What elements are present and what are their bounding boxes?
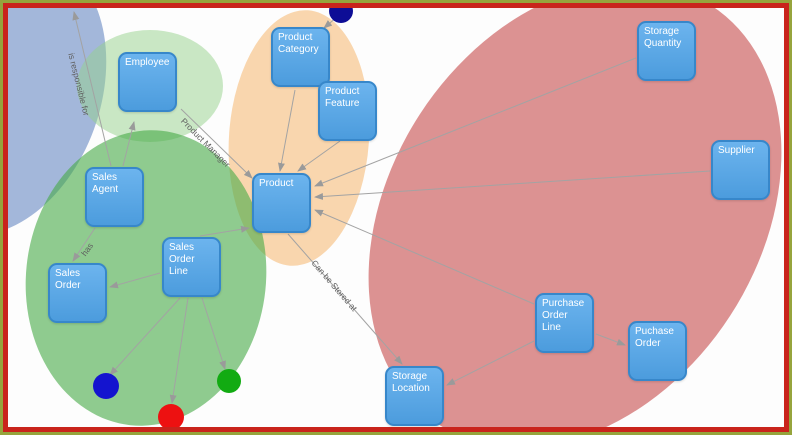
node-label: Purchase Order Line [542, 298, 585, 333]
edge-purchaseorderline-storagelocation [446, 340, 535, 386]
edge-salesagent-responsible [72, 11, 112, 167]
node-dot-red[interactable] [158, 404, 184, 430]
node-dot-navy[interactable] [329, 0, 353, 23]
edge-salesorderline-salesorder [109, 272, 161, 289]
node-sales-order-line[interactable]: Sales Order Line [162, 237, 221, 297]
node-storage-location[interactable]: Storage Location [385, 366, 444, 426]
node-employee[interactable]: Employee [118, 52, 177, 112]
edge-product-storagelocation [287, 233, 403, 365]
edge-purchaseorderline-puchaseorder [595, 333, 626, 346]
node-label: Employee [125, 57, 170, 68]
edge-category-product [278, 89, 296, 172]
edge-salesorderline-product [199, 225, 250, 237]
node-label: Product [259, 178, 294, 189]
region-blue-blob [0, 0, 107, 236]
edge-storagequantity-product [314, 57, 637, 187]
node-sales-agent[interactable]: Sales Agent [85, 167, 144, 227]
edge-supplier-product [314, 170, 711, 200]
node-product[interactable]: Product [252, 173, 311, 233]
node-label: Sales Order Line [169, 242, 195, 277]
edge-salesorderline-reddot [169, 297, 189, 404]
node-dot-green[interactable] [217, 369, 241, 393]
node-sales-order[interactable]: Sales Order [48, 263, 107, 323]
edge-salesagent-salesorder [72, 227, 96, 262]
node-label: Storage Location [392, 371, 430, 394]
node-label: Puchase Order [635, 326, 674, 349]
node-label: Sales Agent [92, 172, 119, 195]
node-label: Sales Order [55, 268, 81, 291]
edge-salesagent-employee [122, 121, 136, 167]
node-storage-quantity[interactable]: Storage Quantity [637, 21, 696, 81]
edge-salesorderline-bluedot [109, 297, 181, 376]
edge-salesorderline-greendot [201, 297, 226, 370]
node-dot-blue[interactable] [93, 373, 119, 399]
node-product-category[interactable]: Product Category [271, 27, 330, 87]
node-label: Supplier [718, 145, 755, 156]
node-label: Storage Quantity [644, 26, 682, 49]
node-label: Product Feature [325, 86, 360, 109]
node-supplier[interactable]: Supplier [711, 140, 770, 200]
node-purchase-order-line[interactable]: Purchase Order Line [535, 293, 594, 353]
node-puchase-order[interactable]: Puchase Order [628, 321, 687, 381]
node-label: Product Category [278, 32, 319, 55]
node-product-feature[interactable]: Product Feature [318, 81, 377, 141]
edge-employee-product [180, 108, 253, 179]
edge-feature-product [297, 140, 341, 172]
edge-purchaseorderline-product [314, 209, 535, 305]
